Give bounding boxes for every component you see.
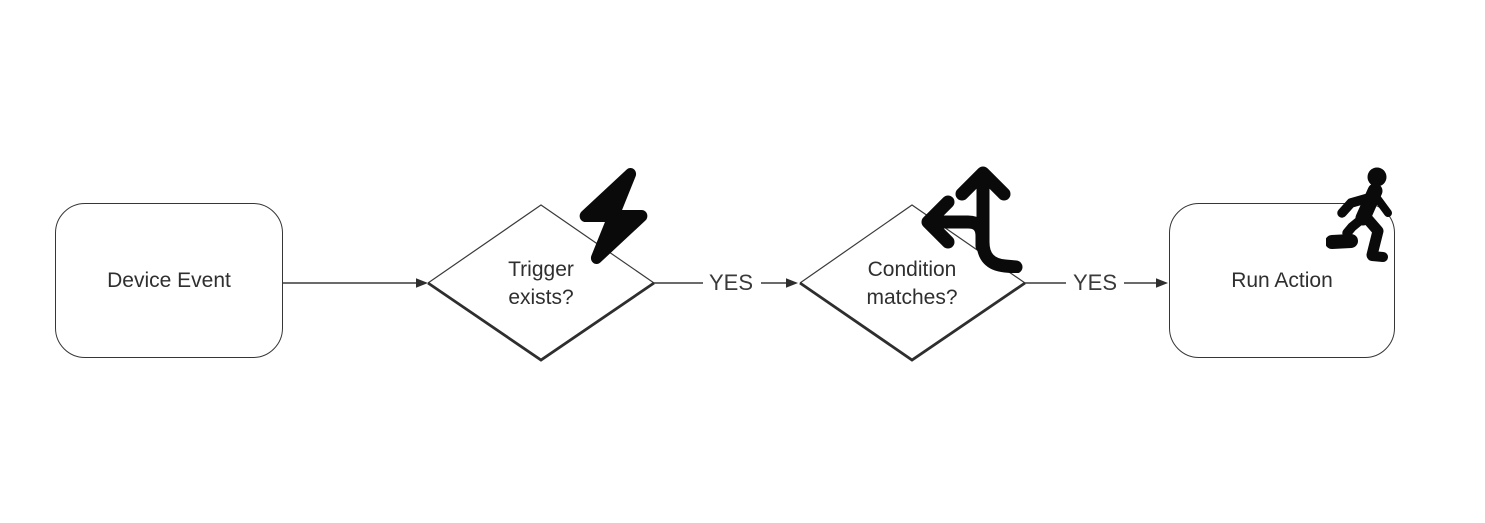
node-run-action-label: Run Action	[1231, 268, 1333, 292]
arrows-split-up-and-left-icon	[921, 166, 1023, 273]
node-trigger-exists-label: Trigger exists?	[508, 258, 574, 309]
node-condition-matches-label: Condition matches?	[866, 258, 958, 309]
arrow-condition-to-action	[1025, 278, 1168, 288]
edge-label-yes-2: YES	[1072, 270, 1118, 295]
diamond-trigger-exists	[427, 204, 655, 362]
person-running-icon	[1326, 167, 1392, 262]
node-run-action: Run Action	[1169, 203, 1395, 358]
bolt-icon	[579, 168, 648, 264]
arrow-device-to-trigger	[283, 278, 428, 288]
node-device-event: Device Event	[55, 203, 283, 358]
arrow-trigger-to-condition	[654, 278, 798, 288]
node-device-event-label: Device Event	[107, 268, 231, 292]
edge-label-yes-1: YES	[708, 270, 754, 295]
